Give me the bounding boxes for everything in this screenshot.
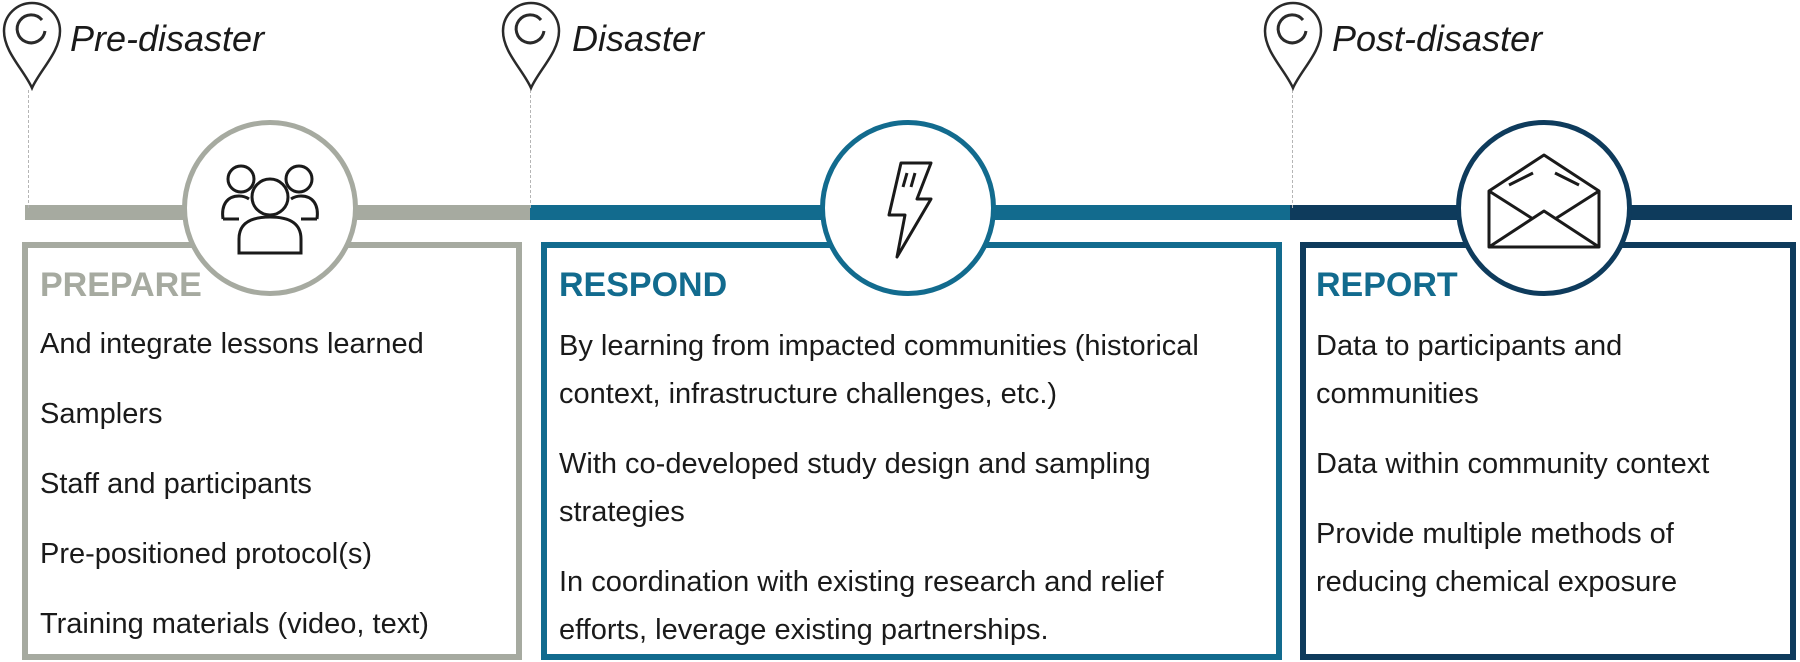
list-item: Data within community context: [1316, 448, 1710, 480]
list-item: Provide multiple methods of reducing che…: [1316, 518, 1678, 598]
phase-label-pre-disaster: Pre-disaster: [70, 18, 265, 59]
list-item: And integrate lessons learned: [40, 328, 424, 360]
list-item: With co-developed study design and sampl…: [559, 448, 1151, 528]
lightning-bolt-icon: [820, 120, 996, 296]
timeline-marker-line: [28, 90, 29, 208]
phase-label-disaster: Disaster: [572, 18, 705, 59]
stage-list-respond: By learning from impacted communities (h…: [559, 322, 1256, 654]
stage-box-respond: RESPOND By learning from impacted commun…: [541, 242, 1282, 660]
stage-box-report: REPORT Data to participants and communit…: [1300, 242, 1796, 660]
stage-list-prepare: And integrate lessons learned Samplers S…: [40, 320, 504, 648]
stage-list-report: Data to participants and communities Dat…: [1316, 322, 1760, 606]
location-pin-icon: [499, 0, 563, 92]
list-item: By learning from impacted communities (h…: [559, 330, 1199, 410]
location-pin-icon: [1261, 0, 1325, 92]
list-item: Pre-positioned protocol(s): [40, 538, 373, 570]
timeline-marker-line: [530, 90, 531, 208]
envelope-icon: [1456, 120, 1632, 296]
stage-title-report: REPORT: [1316, 266, 1458, 304]
list-item: Data to participants and communities: [1316, 330, 1623, 410]
phase-label-post-disaster: Post-disaster: [1332, 18, 1543, 59]
stage-box-prepare: PREPARE And integrate lessons learned Sa…: [22, 242, 522, 660]
timeline-marker-line: [1292, 90, 1293, 208]
stage-title-prepare: PREPARE: [40, 266, 202, 304]
location-pin-icon: [0, 0, 64, 92]
people-group-icon: [182, 120, 358, 296]
list-item: Training materials (video, text): [40, 608, 429, 640]
list-item: Samplers: [40, 398, 163, 430]
list-item: In coordination with existing research a…: [559, 566, 1164, 646]
list-item: Staff and participants: [40, 468, 312, 500]
stage-title-respond: RESPOND: [559, 266, 728, 304]
